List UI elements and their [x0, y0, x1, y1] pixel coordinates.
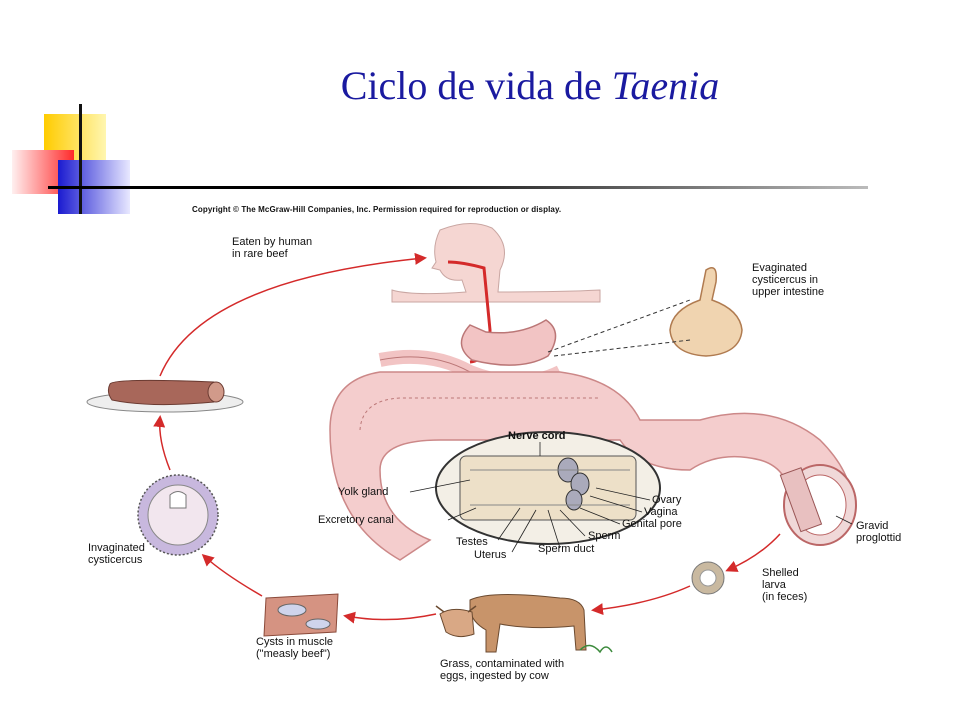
cysts-in-muscle: [263, 593, 339, 637]
label-invaginated: Invaginated cysticercus: [88, 542, 145, 566]
life-cycle-arrows: [153, 252, 781, 624]
arrow-cow-to-muscle: [343, 611, 437, 624]
label-vagina: Vagina: [644, 506, 678, 518]
label-shelled-larva: Shelled larva (in feces): [762, 567, 808, 603]
label-evaginated: Evaginated cysticercus in upper intestin…: [752, 262, 825, 298]
label-genital-pore: Genital pore: [622, 518, 682, 530]
title-italic-genus: Taenia: [611, 63, 720, 108]
arrow-larva-to-cow: [591, 585, 691, 616]
label-grass: Grass, contaminated with eggs, ingested …: [440, 658, 565, 682]
title-underline: [48, 186, 868, 189]
evaginated-cysticercus: [547, 267, 743, 357]
label-leader-lines: [409, 442, 853, 553]
arrow-beef-to-human: [159, 252, 427, 377]
intestine-tube: [329, 371, 857, 561]
label-sperm: Sperm: [588, 530, 621, 542]
page-title: Ciclo de vida de Taenia: [0, 62, 960, 109]
label-cysts-in-muscle: Cysts in muscle ("measly beef"): [256, 636, 334, 660]
stomach: [460, 319, 557, 366]
arrow-cyst-to-beef: [153, 415, 171, 471]
label-ovary: Ovary: [652, 494, 682, 506]
proglottid-inset: [435, 431, 661, 545]
beef-roast: [86, 379, 244, 413]
label-sperm-duct: Sperm duct: [538, 543, 595, 555]
title-text: Ciclo de vida de: [340, 63, 612, 108]
invaginated-cysticercus: [137, 474, 219, 556]
shelled-larva: [691, 561, 725, 595]
label-excretory-canal: Excretory canal: [318, 514, 394, 526]
label-yolk-gland: Yolk gland: [338, 486, 389, 498]
label-gravid-proglottid: Gravid proglottid: [856, 520, 902, 544]
copyright-notice: Copyright © The McGraw-Hill Companies, I…: [192, 205, 562, 214]
label-nerve-cord: Nerve cord: [508, 430, 566, 442]
label-uterus: Uterus: [474, 549, 507, 561]
cow: [435, 593, 613, 654]
arrow-muscle-to-cyst: [201, 553, 263, 597]
deco-vertical-line: [79, 104, 82, 214]
arrow-proglottid-to-larva: [725, 533, 781, 572]
label-testes: Testes: [456, 536, 488, 548]
label-eaten-by-human: Eaten by human in rare beef: [232, 236, 313, 260]
